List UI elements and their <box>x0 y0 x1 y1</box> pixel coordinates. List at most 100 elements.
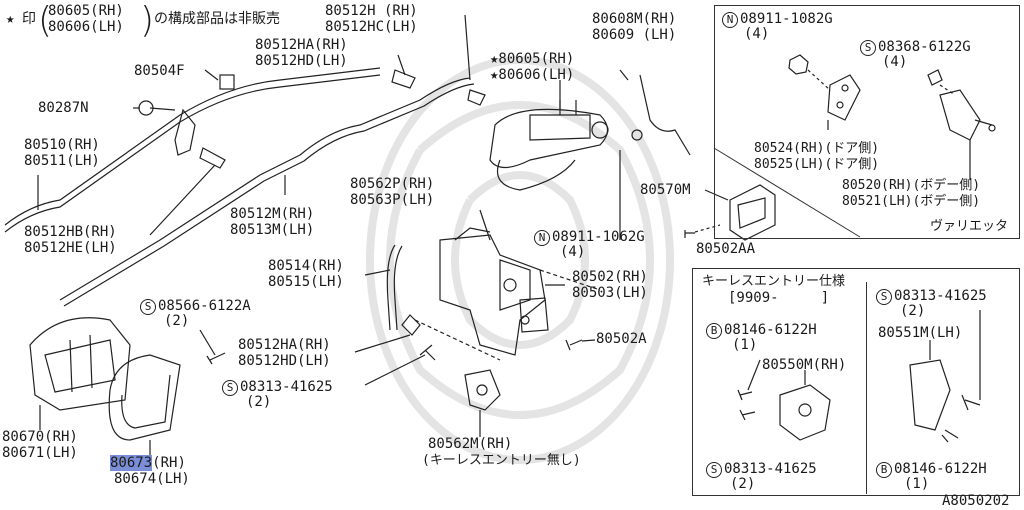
label-80503: 80503(LH) <box>572 285 648 301</box>
label-80511: 80511(LH) <box>24 153 100 169</box>
note-suffix: の構成部品は非販売 <box>154 11 280 27</box>
label-80512hd-bot: 80512HD(LH) <box>238 353 331 369</box>
label-80605: ★80605(RH) <box>490 51 575 67</box>
rod-80512m <box>59 77 471 301</box>
rod-80608m <box>639 74 691 156</box>
note-open-paren: ( <box>38 0 53 41</box>
label-n08911-mid-qty: (4) <box>560 244 586 260</box>
label-80562p: 80562P(RH) <box>350 176 435 192</box>
highlighted-part-number[interactable]: 80673 <box>110 455 153 471</box>
label-80520: 80520(RH)(ボデー側) <box>842 178 981 193</box>
label-80512hd-top: 80512HD(LH) <box>255 53 348 69</box>
striker-80570m <box>729 184 776 241</box>
s-marker: S <box>140 299 156 315</box>
label-80512he: 80512HE(LH) <box>24 240 117 256</box>
s-marker: S <box>876 289 892 305</box>
label-80515: 80515(LH) <box>268 274 344 290</box>
escutcheon-80673 <box>108 354 181 441</box>
label-80521: 80521(LH)(ボデー側) <box>842 194 981 209</box>
label-80504f: 80504F <box>134 63 185 79</box>
label-80563p: 80563P(LH) <box>350 192 435 208</box>
label-b08146-top-qty: (1) <box>732 337 758 353</box>
b-marker: B <box>876 462 892 478</box>
latch-80502 <box>439 234 546 356</box>
label-80550m: 80550M(RH) <box>762 357 847 373</box>
label-80502aa: 80502AA <box>696 241 756 257</box>
label-80512hb: 80512HB(RH) <box>24 224 117 240</box>
note-part-1: 80605(RH) <box>48 3 124 19</box>
label-80562m: 80562M(RH) <box>428 436 513 452</box>
label-s08368-qty: (4) <box>882 54 908 70</box>
s-marker: S <box>222 380 238 396</box>
n-marker: N <box>722 12 738 28</box>
s-marker: S <box>860 40 876 56</box>
label-s08313-bot-qty: (2) <box>730 476 756 492</box>
variant-caption: ヴァリエッタ <box>930 219 1009 234</box>
keyless-box-range: [9909- ] <box>728 290 830 306</box>
note-close-paren: ) <box>140 0 155 41</box>
keyless-entry-box <box>692 268 1020 496</box>
label-80562m-note: (キーレスエントリー無し) <box>422 453 581 468</box>
b-marker: B <box>706 323 722 339</box>
label-b08146-bot-qty: (1) <box>904 476 930 492</box>
label-80570m: 80570M <box>640 182 691 198</box>
bolt-08368 <box>927 69 943 86</box>
bracket-80287n <box>174 108 196 156</box>
label-80510: 80510(RH) <box>24 137 100 153</box>
s-marker: S <box>706 462 722 478</box>
figure-code: A8050202 <box>942 493 1010 509</box>
inner-handle-80670 <box>29 317 131 411</box>
label-80512h: 80512H (RH) <box>325 3 418 19</box>
hinge-80524 <box>827 74 861 121</box>
label-80512ha-bot: 80512HA(RH) <box>238 337 331 353</box>
nut-08911 <box>788 54 809 75</box>
label-80671: 80671(LH) <box>2 445 78 461</box>
label-80609: 80609 (LH) <box>592 27 677 43</box>
label-80525: 80525(LH)(ドア側) <box>754 157 880 172</box>
label-80502: 80502(RH) <box>572 269 648 285</box>
actuator-80551m <box>909 359 951 431</box>
note-part-2: 80606(LH) <box>48 19 124 35</box>
label-80287n: 80287N <box>38 100 89 116</box>
note-star: ★ <box>6 11 15 27</box>
label-80606: ★80606(LH) <box>490 67 575 83</box>
variant-box-valletta <box>714 5 1020 239</box>
label-80608m: 80608M(RH) <box>592 11 677 27</box>
actuator-80550m <box>779 384 831 441</box>
n-marker: N <box>534 230 550 246</box>
label-80514: 80514(RH) <box>268 258 344 274</box>
label-80512m: 80512M(RH) <box>230 206 315 222</box>
label-80512hc: 80512HC(LH) <box>325 19 418 35</box>
keyless-box-title: キーレスエントリー仕様 <box>702 274 846 289</box>
label-80670: 80670(RH) <box>2 429 78 445</box>
label-80673: 80673(RH) <box>110 455 186 471</box>
label-s08313-mid-qty: (2) <box>246 394 272 410</box>
label-n08911-box-qty: (4) <box>744 26 770 42</box>
clip-80504f <box>219 74 235 90</box>
note-prefix: 印 <box>22 11 36 27</box>
label-80674: 80674(LH) <box>114 471 190 487</box>
label-80524: 80524(RH)(ドア側) <box>754 141 880 156</box>
keyless-divider <box>866 282 867 494</box>
hinge-80520 <box>939 89 981 141</box>
watermark-emblem <box>366 56 674 464</box>
label-80551m: 80551M(LH) <box>878 325 963 341</box>
label-s08566-qty: (2) <box>164 313 190 329</box>
label-s08313-top-qty: (2) <box>900 303 926 319</box>
label-80513m: 80513M(LH) <box>230 222 315 238</box>
lever-80562m <box>464 369 501 411</box>
label-80502a: 80502A <box>596 331 647 347</box>
screw-08566 <box>206 352 226 365</box>
